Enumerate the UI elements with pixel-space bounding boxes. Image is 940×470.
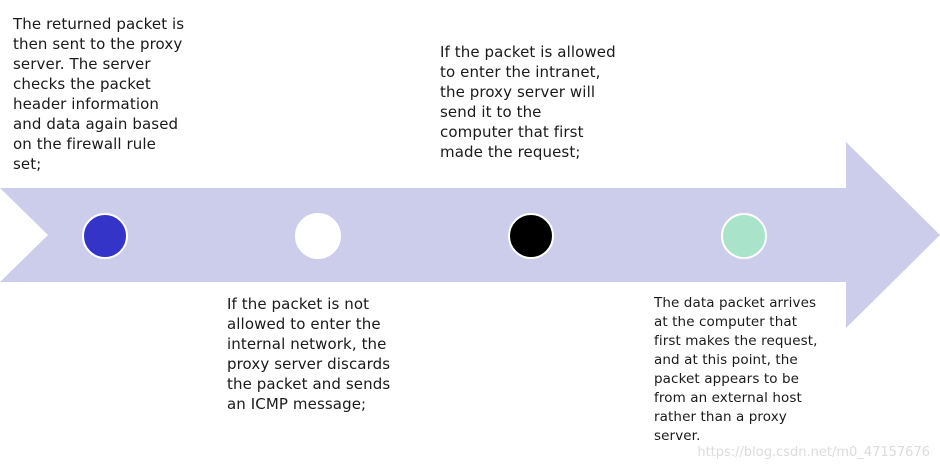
step-2-text: If the packet is not allowed to enter th… <box>227 295 391 413</box>
step-2-circle <box>295 213 341 259</box>
step-3-circle <box>508 213 554 259</box>
watermark: https://blog.csdn.net/m0_47157676 <box>697 445 930 460</box>
step-4-text: The data packet arrives at the computer … <box>654 295 818 444</box>
step-1-text: The returned packet is then sent to the … <box>13 15 185 173</box>
step-4-circle <box>721 213 767 259</box>
arrow-shape <box>0 142 940 328</box>
step-1-circle <box>82 213 128 259</box>
step-3-text: If the packet is allowed to enter the in… <box>440 43 616 161</box>
